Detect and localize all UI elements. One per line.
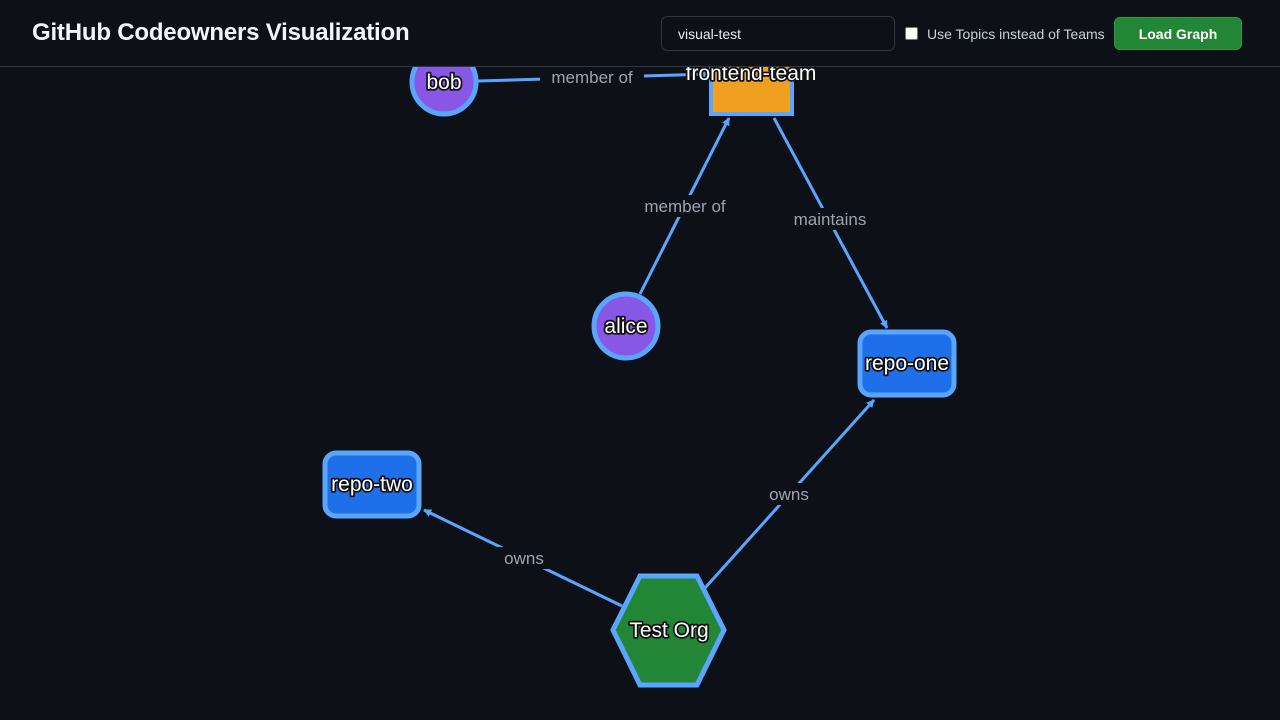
page-title: GitHub Codeowners Visualization	[32, 19, 410, 46]
load-graph-button[interactable]: Load Graph	[1113, 17, 1243, 50]
node-label: repo-two	[331, 473, 413, 496]
org-input[interactable]	[661, 16, 895, 51]
node-alice[interactable]: alice	[591, 291, 661, 361]
edge-test-org-repo-two[interactable]: owns	[423, 508, 623, 608]
topics-toggle[interactable]: Use Topics instead of Teams	[905, 26, 1105, 42]
topics-checkbox[interactable]	[905, 27, 918, 40]
toolbar: Use Topics instead of Teams Load Graph	[661, 16, 1243, 51]
edge-label: member of	[644, 197, 726, 216]
app-header: GitHub Codeowners Visualization Use Topi…	[0, 0, 1280, 67]
edge-label: owns	[769, 485, 809, 504]
node-label: repo-one	[865, 352, 949, 375]
topics-checkbox-label[interactable]: Use Topics instead of Teams	[927, 25, 1105, 42]
node-repo-one[interactable]: repo-one	[857, 329, 957, 398]
node-label: Test Org	[629, 619, 708, 642]
edge-bob-frontend-team[interactable]: member of	[477, 66, 711, 88]
node-test-org[interactable]: Test Org	[610, 573, 727, 688]
node-label: alice	[604, 315, 647, 338]
node-label: bob	[426, 71, 461, 94]
edge-alice-frontend-team[interactable]: member of	[636, 117, 734, 295]
edge-frontend-team-repo-one[interactable]: maintains	[772, 117, 889, 329]
edge-label: member of	[551, 68, 633, 87]
edge-test-org-repo-one[interactable]: owns	[703, 398, 876, 590]
edge-label: owns	[504, 549, 544, 568]
edge-label: maintains	[794, 210, 867, 229]
node-repo-two[interactable]: repo-two	[322, 450, 422, 519]
